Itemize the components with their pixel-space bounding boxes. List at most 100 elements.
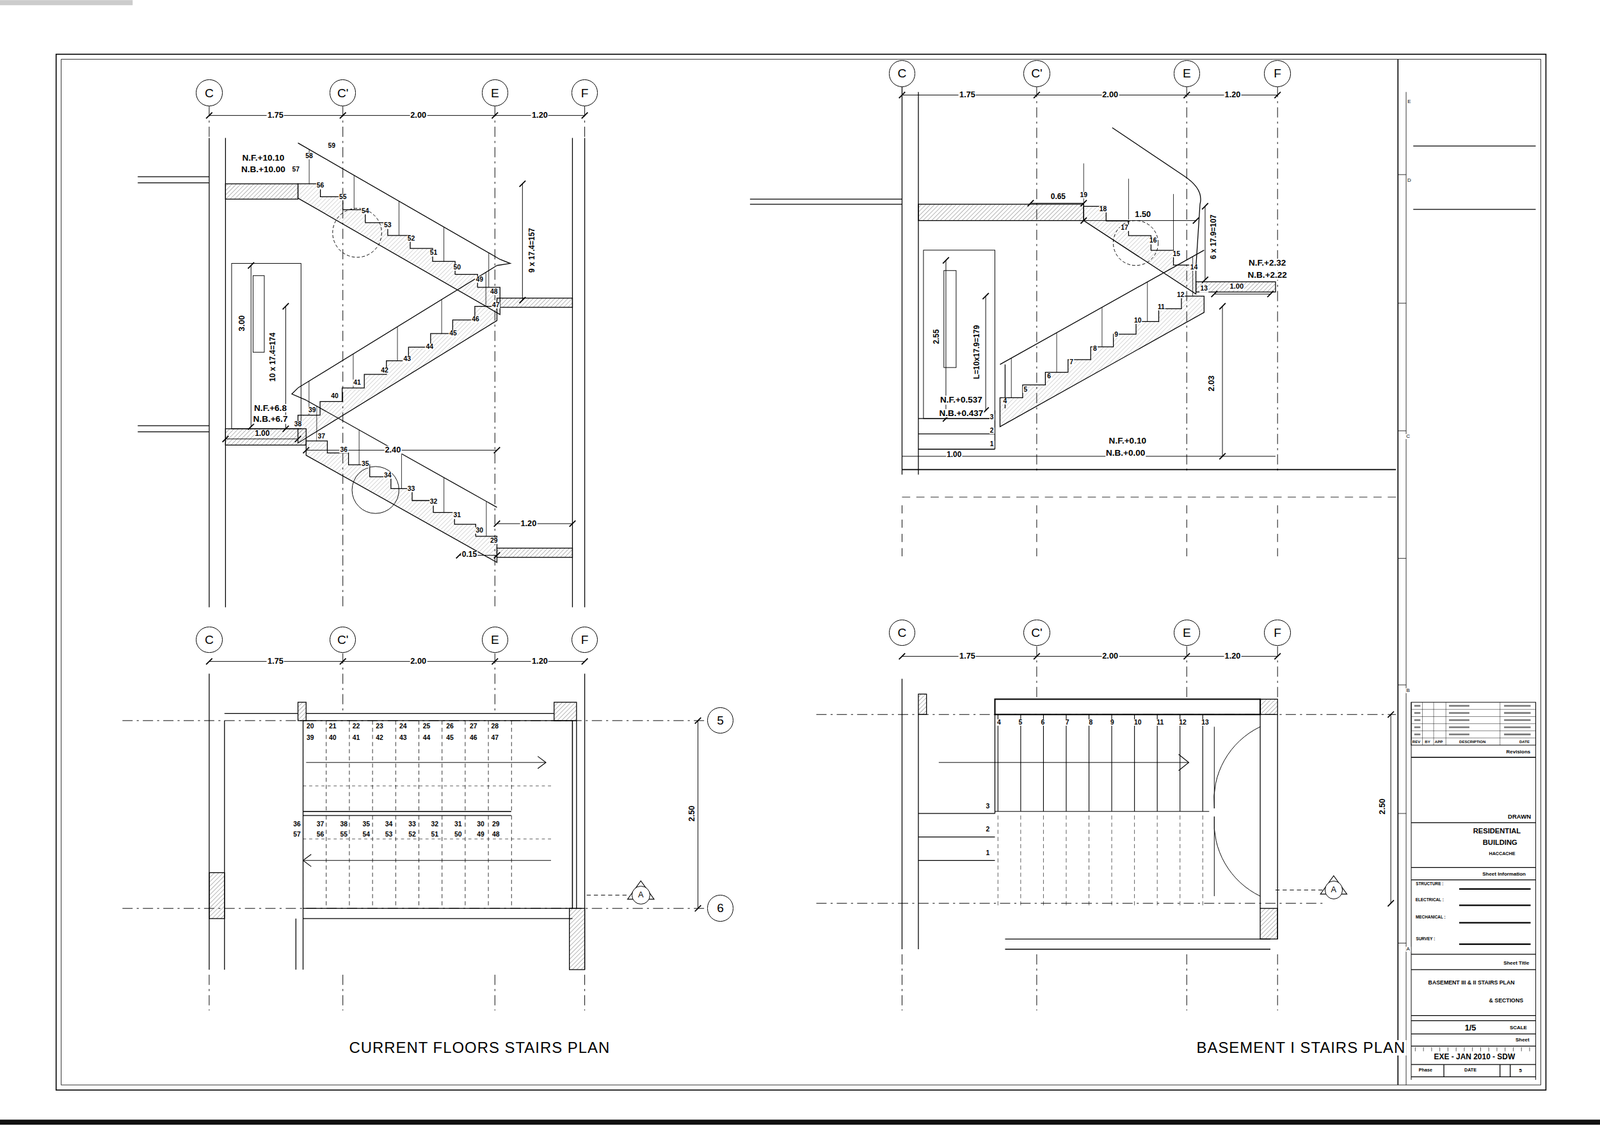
drawing-line	[494, 520, 501, 527]
drawing-title: BASEMENT III & II STAIRS PLAN	[1427, 979, 1516, 986]
drawing-line	[1004, 948, 1271, 950]
drawing-line	[522, 183, 523, 301]
step-number: 2	[989, 427, 995, 434]
drawing-line	[298, 142, 501, 260]
scan-edge	[0, 1119, 1600, 1125]
drawing-line	[1101, 307, 1103, 347]
step-number: 4	[1002, 397, 1008, 404]
grid-label: A	[1331, 885, 1337, 895]
drawing-line	[488, 815, 489, 909]
grid-label: 5	[716, 714, 724, 727]
step-number: 44	[422, 734, 432, 742]
drawing-line	[494, 653, 496, 715]
step-number: 8	[1088, 719, 1094, 726]
drawing-line	[1065, 714, 1067, 811]
drawing-line	[1036, 954, 1037, 1011]
detail-circle	[332, 208, 383, 258]
drawing-line	[1509, 1064, 1511, 1077]
drawing-line	[496, 259, 511, 266]
annotation-text: E	[1406, 99, 1412, 105]
annotation-text: 1/5	[1464, 1023, 1478, 1032]
drawing-line	[1411, 702, 1412, 1080]
handrail	[1112, 128, 1201, 268]
step-number: 39	[305, 734, 315, 742]
drawing-line	[994, 714, 996, 814]
drawing-line	[208, 974, 210, 1011]
drawing-line	[695, 904, 702, 912]
outline-rect	[252, 275, 265, 353]
annotation-text: BY	[1424, 739, 1431, 744]
level-mark: N.B.+6.7	[252, 415, 289, 425]
drawing-line	[1186, 645, 1188, 699]
drawing-line	[1411, 716, 1536, 717]
drawing-line	[1204, 206, 1206, 280]
drawing-line	[494, 552, 501, 559]
drawing-line	[1027, 200, 1035, 207]
stair-flight	[1083, 206, 1196, 294]
drawing-line	[342, 653, 344, 715]
drawing-line	[1080, 217, 1087, 224]
dimension-text: 1.00	[1229, 282, 1245, 290]
drawing-line	[1411, 1076, 1536, 1078]
grid-bubble: E	[481, 626, 509, 653]
drawing-line	[1111, 815, 1113, 909]
section-mark: A	[1324, 880, 1344, 900]
drawing-line	[1397, 174, 1407, 175]
drawing-line	[1431, 1047, 1432, 1051]
drawing-line	[303, 810, 512, 812]
annotation-text: SURVEY :	[1415, 936, 1436, 941]
grid-label: 6	[716, 901, 724, 914]
hatched-section	[1260, 908, 1278, 939]
drawing-line	[918, 417, 996, 419]
drawing-line	[494, 106, 496, 608]
step-number: 39	[307, 407, 317, 414]
hatched-section	[496, 547, 573, 557]
annotation-text: STRUCTURE :	[1415, 881, 1444, 886]
step-number: 49	[476, 831, 486, 838]
grid-label: A	[638, 890, 644, 900]
outline-rect	[303, 720, 573, 909]
drawing-line	[1004, 938, 1271, 939]
drawing-line	[1456, 1047, 1457, 1051]
annotation-text: REV	[1411, 739, 1421, 744]
drawing-line	[1459, 888, 1531, 890]
step-number: 35	[360, 460, 370, 468]
drawing-line	[137, 182, 210, 184]
step-number: 1	[989, 440, 995, 447]
step-number: 25	[422, 723, 432, 730]
dimension-text: 6 x 17.9=107	[1210, 213, 1218, 260]
grid-bubble: F	[571, 79, 598, 106]
drawing-line	[494, 974, 496, 1011]
drawing-line	[398, 200, 400, 236]
drawing-line	[464, 720, 466, 812]
drawing-line	[1496, 1047, 1497, 1051]
drawing-line	[303, 860, 552, 861]
drawing-line	[901, 87, 903, 475]
grid-bubble: 6	[707, 894, 734, 921]
step-number: 5	[1518, 1068, 1522, 1074]
step-number: 40	[328, 734, 338, 742]
step-number: 51	[429, 249, 439, 256]
annotation-text: C	[1405, 433, 1411, 440]
annotation-text: RESIDENTIAL	[1472, 828, 1522, 836]
drawing-line	[1186, 954, 1188, 1011]
drawing-line	[1411, 709, 1536, 710]
drawing-line	[1214, 293, 1271, 295]
dimension-text: 3.00	[237, 314, 246, 333]
step-number: 29	[491, 821, 501, 828]
drawing-line	[291, 387, 306, 400]
step-number: 33	[407, 821, 417, 828]
stair-flight	[305, 440, 497, 563]
step-number: 35	[362, 821, 372, 828]
drawing-line	[1445, 702, 1447, 745]
dimension-text: 1.75	[958, 652, 976, 661]
drawing-line	[395, 720, 397, 812]
annotation-text: DATE	[1463, 1068, 1478, 1073]
grid-bubble: F	[1264, 619, 1291, 646]
annotation-text: DATE	[1518, 739, 1531, 744]
drawing-line	[1192, 256, 1193, 297]
annotation-text: Sheet	[1514, 1037, 1531, 1043]
door-swing	[1214, 816, 1261, 896]
drawing-line	[1259, 714, 1261, 909]
step-number: 20	[305, 723, 315, 730]
